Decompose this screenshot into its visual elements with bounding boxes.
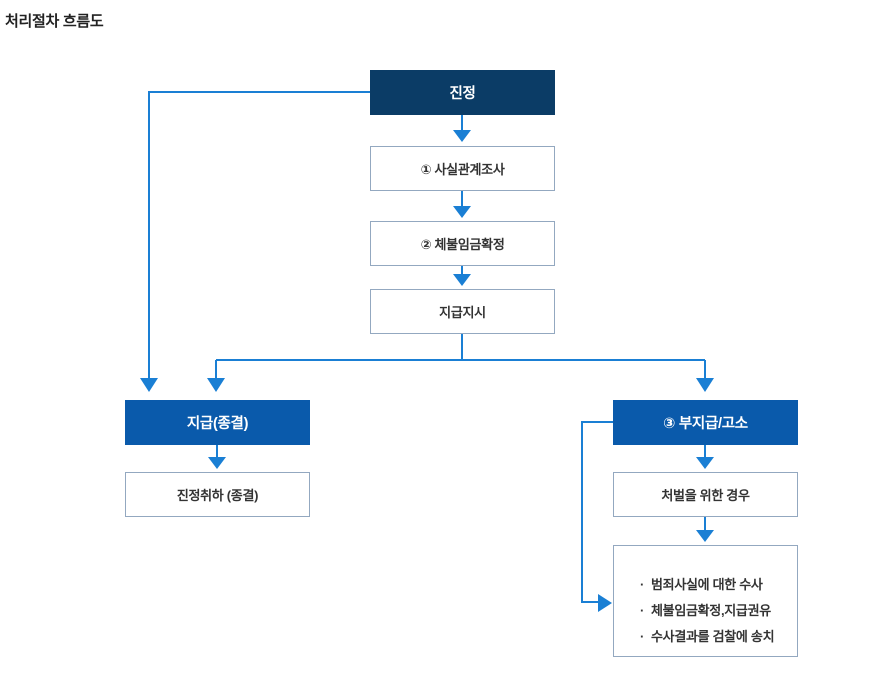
node-complaint-withdrawn[interactable]: 진정취하 (종결): [125, 472, 310, 517]
bullet-icon: ·: [640, 603, 645, 618]
node-complaint-label: 진정: [449, 86, 476, 102]
edge-jinjeong-to-jigeup: [148, 91, 370, 378]
node-punishment-case[interactable]: 처벌을 위한 경우: [613, 472, 798, 517]
arrowhead-to-investigation-list: [696, 530, 714, 542]
list-item-label: 체불임금확정,지급권유: [651, 603, 771, 618]
arrowhead-to-fact-survey: [453, 130, 471, 142]
arrowhead-split-left: [207, 378, 225, 392]
arrowhead-split-right: [696, 378, 714, 392]
node-complaint[interactable]: 진정: [370, 70, 555, 115]
node-payment-closed-label: 지급(종결): [186, 416, 249, 432]
node-payment-order[interactable]: 지급지시: [370, 289, 555, 334]
node-punishment-case-label: 처벌을 위한 경우: [661, 488, 750, 503]
arrowhead-to-withdraw: [208, 457, 226, 469]
list-item: · 범죄사실에 대한 수사: [640, 572, 797, 598]
node-fact-survey[interactable]: ① 사실관계조사: [370, 146, 555, 191]
node-nonpayment-accusation[interactable]: ③ 부지급/고소: [613, 400, 798, 445]
arrowhead-to-wage-confirm: [453, 206, 471, 218]
node-wage-confirm[interactable]: ② 체불임금확정: [370, 221, 555, 266]
bullet-icon: ·: [640, 577, 645, 592]
node-fact-survey-label: ① 사실관계조사: [420, 162, 505, 177]
node-wage-confirm-label: ② 체불임금확정: [420, 237, 505, 252]
bullet-icon: ·: [640, 629, 645, 644]
arrowhead-to-punish-case: [696, 457, 714, 469]
page-title: 처리절차 흐름도: [5, 13, 104, 30]
list-item: · 체불임금확정,지급권유: [640, 598, 797, 624]
edge-bujigeup-loop: [581, 421, 613, 603]
node-nonpayment-accusation-label: ③ 부지급/고소: [663, 416, 748, 432]
node-investigation-steps[interactable]: · 범죄사실에 대한 수사 · 체불임금확정,지급권유 · 수사결과를 검찰에 송치: [613, 545, 798, 657]
list-item-label: 범죄사실에 대한 수사: [651, 577, 763, 592]
arrowhead-jinjeong-to-jigeup: [140, 378, 158, 392]
arrowhead-to-payment-order: [453, 274, 471, 286]
node-complaint-withdrawn-label: 진정취하 (종결): [176, 488, 259, 503]
node-payment-order-label: 지급지시: [439, 305, 486, 320]
list-item-label: 수사결과를 검찰에 송치: [651, 629, 775, 644]
list-item: · 수사결과를 검찰에 송치: [640, 624, 797, 650]
node-payment-closed[interactable]: 지급(종결): [125, 400, 310, 445]
arrowhead-loop-to-list: [598, 594, 612, 612]
